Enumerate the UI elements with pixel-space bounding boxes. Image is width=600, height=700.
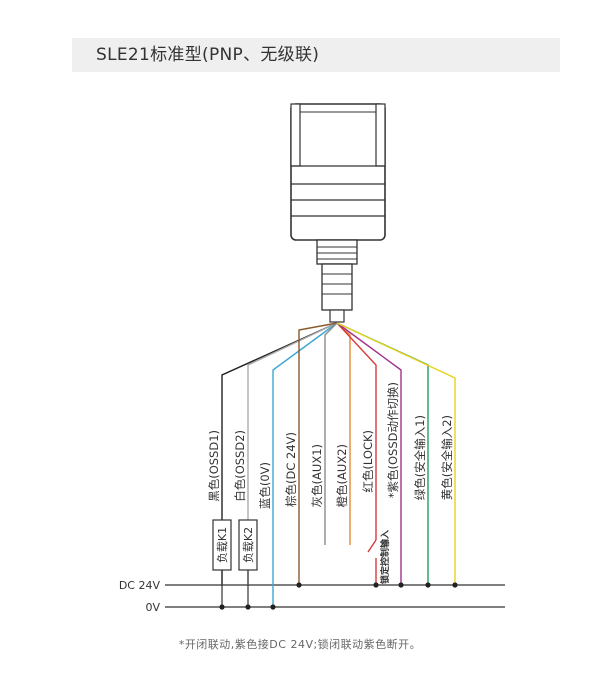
cable-connector [316, 239, 358, 323]
junction-dot [425, 582, 431, 588]
sensor-body [290, 103, 386, 241]
lock-switch-blade [367, 539, 377, 553]
wire-label-9: 黄色(安全输入2) [440, 415, 454, 500]
footnote: *开闭联动,紫色接DC 24V;锁闭联动紫色断开。 [178, 638, 422, 651]
load-label-1: 负载K1 [215, 527, 229, 563]
title-bar: SLE21标准型(PNP、无级联) [72, 38, 560, 72]
wire-label-2: 蓝色(0V) [258, 462, 272, 509]
loads-and-switch: 负载K1 负载K2 锁定控制输入 [212, 519, 458, 610]
wire-3 [298, 322, 338, 585]
wire-label-5: 橙色(AUX2) [335, 444, 349, 507]
switch-label: 锁定控制输入 [379, 530, 391, 584]
junction-dot [452, 582, 458, 588]
wire-4 [324, 322, 338, 545]
junction-dot [398, 582, 404, 588]
wire-2 [272, 322, 338, 607]
wire-label-4: 灰色(AUX1) [310, 444, 324, 507]
wire-label-8: 绿色(安全输入1) [413, 415, 427, 500]
wire-label-0: 黑色(OSSD1) [207, 430, 221, 502]
rail-dc24v-label: DC 24V [119, 579, 161, 592]
wire-6 [336, 322, 377, 540]
junction-dot [245, 604, 251, 610]
wire-label-7: *紫色(OSSD动作切换) [386, 382, 400, 498]
page-title: SLE21标准型(PNP、无级联) [96, 45, 320, 65]
wire-label-1: 白色(OSSD2) [233, 430, 247, 502]
wire-7 [336, 322, 402, 585]
wire-1 [247, 322, 338, 585]
wire-5 [336, 322, 351, 545]
junction-dot [219, 604, 225, 610]
wires [221, 322, 456, 607]
load-label-2: 负载K2 [241, 527, 255, 563]
junction-dot [270, 604, 276, 610]
junction-dot [296, 582, 302, 588]
wire-9 [336, 322, 456, 585]
wire-label-6: 红色(LOCK) [361, 430, 375, 493]
wire-labels: 黑色(OSSD1) 白色(OSSD2) 蓝色(0V) 棕色(DC 24V) 灰色(AUX… [207, 382, 454, 509]
junction-dot [373, 582, 379, 588]
wire-label-3: 棕色(DC 24V) [284, 432, 298, 507]
rail-0v-label: 0V [145, 601, 160, 614]
